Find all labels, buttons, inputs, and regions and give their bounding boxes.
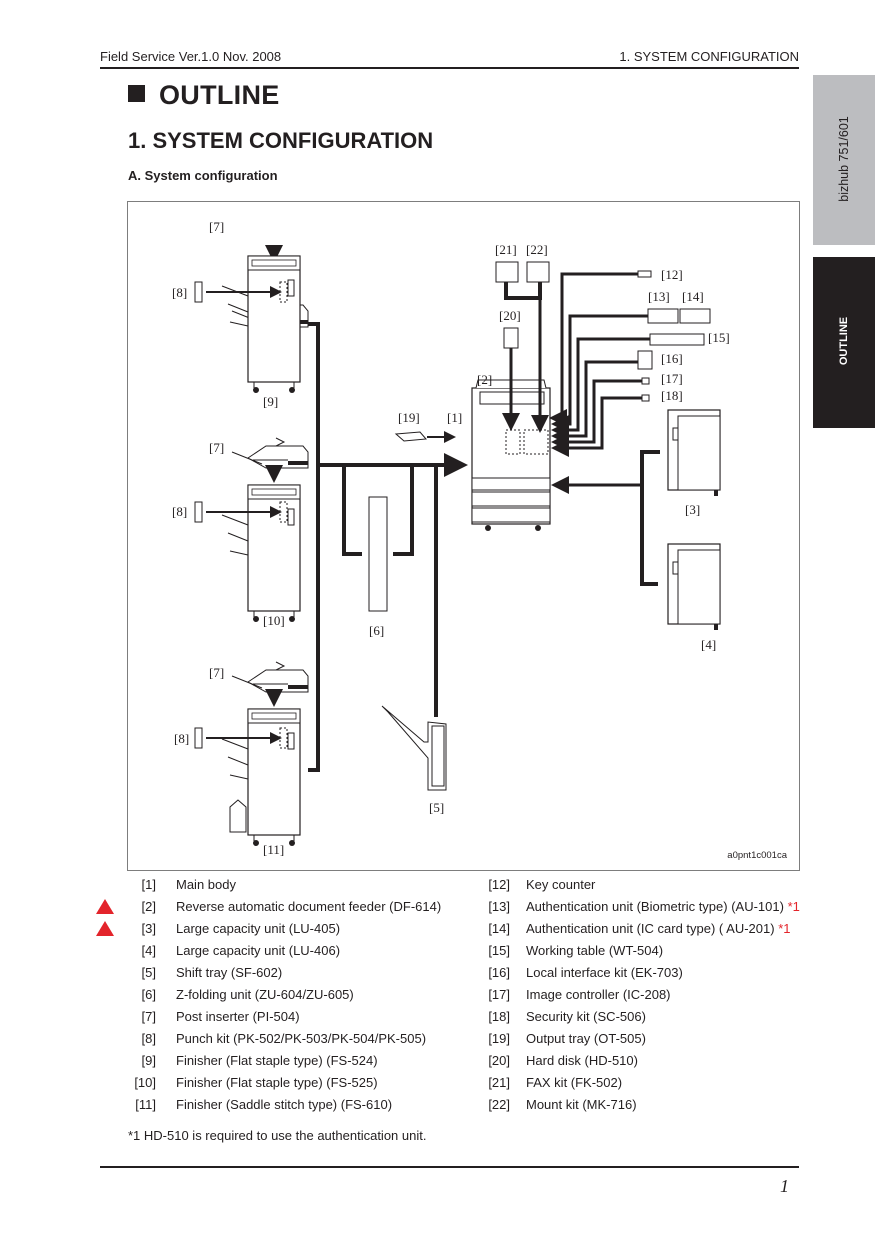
callout-4: [4] bbox=[701, 637, 717, 652]
legend-number: [1] bbox=[141, 877, 156, 892]
running-header-left: Field Service Ver.1.0 Nov. 2008 bbox=[100, 49, 282, 64]
legend-text: Working table (WT-504) bbox=[526, 943, 664, 958]
callout-19: [19] bbox=[398, 410, 420, 425]
legend-number: [7] bbox=[141, 1009, 156, 1024]
legend-text: FAX kit (FK-502) bbox=[526, 1075, 623, 1090]
section-title: 1. SYSTEM CONFIGURATION bbox=[128, 128, 434, 153]
callout-14: [14] bbox=[682, 289, 704, 304]
footnote: *1 HD-510 is required to use the authent… bbox=[128, 1128, 427, 1143]
square-bullet-icon bbox=[128, 85, 145, 102]
legend-number: [4] bbox=[141, 943, 156, 958]
legend: [1] Main body [2] Reverse automatic documen… bbox=[0, 874, 875, 1114]
callout-15: [15] bbox=[708, 330, 730, 345]
warning-triangle-icon bbox=[96, 899, 114, 914]
callout-11: [11] bbox=[263, 842, 285, 857]
legend-number: [21] bbox=[488, 1075, 510, 1090]
callout-1: [1] bbox=[447, 410, 463, 425]
legend-number: [14] bbox=[488, 921, 510, 936]
legend-text: Large capacity unit (LU-405) bbox=[176, 921, 341, 936]
callout-22: [22] bbox=[526, 242, 548, 257]
running-header-right: 1. SYSTEM CONFIGURATION bbox=[619, 49, 799, 64]
callout-9: [9] bbox=[263, 394, 279, 409]
legend-number: [16] bbox=[488, 965, 510, 980]
legend-text: Key counter bbox=[526, 877, 596, 892]
callout-8-top: [8] bbox=[172, 285, 188, 300]
chapter-side-tab: OUTLINE bbox=[813, 257, 875, 428]
legend-number: [11] bbox=[135, 1097, 156, 1112]
callout-8-middle: [8] bbox=[172, 504, 188, 519]
legend-text: Mount kit (MK-716) bbox=[526, 1097, 637, 1112]
callout-17: [17] bbox=[661, 371, 683, 386]
legend-number: [3] bbox=[141, 921, 156, 936]
header-rule bbox=[100, 67, 799, 69]
callout-20: [20] bbox=[499, 308, 521, 323]
footnote-marker: *1 bbox=[787, 899, 800, 914]
figure-code: a0pnt1c001ca bbox=[727, 850, 787, 861]
legend-number: [9] bbox=[141, 1053, 156, 1068]
callout-7-top: [7] bbox=[209, 219, 225, 234]
configuration-diagram bbox=[194, 245, 721, 847]
legend-text: Authentication unit (IC card type) ( AU-… bbox=[526, 921, 775, 936]
callout-5: [5] bbox=[429, 800, 445, 815]
callout-12: [12] bbox=[661, 267, 683, 282]
legend-text: Finisher (Saddle stitch type) (FS-610) bbox=[176, 1097, 393, 1112]
legend-text: Large capacity unit (LU-406) bbox=[176, 943, 341, 958]
legend-number: [18] bbox=[488, 1009, 510, 1024]
legend-number: [6] bbox=[141, 987, 156, 1002]
warning-triangle-icon bbox=[96, 921, 114, 936]
callout-16: [16] bbox=[661, 351, 683, 366]
callout-10: [10] bbox=[263, 613, 285, 628]
legend-number: [19] bbox=[488, 1031, 510, 1046]
legend-number: [22] bbox=[488, 1097, 510, 1112]
legend-number: [5] bbox=[141, 965, 156, 980]
callout-8-bottom: [8] bbox=[174, 731, 190, 746]
legend-text: Security kit (SC-506) bbox=[526, 1009, 646, 1024]
chapter-title: OUTLINE bbox=[128, 80, 280, 111]
legend-text: Punch kit (PK-502/PK-503/PK-504/PK-505) bbox=[176, 1031, 427, 1046]
legend-text: Image controller (IC-208) bbox=[526, 987, 671, 1002]
system-configuration-figure: [7] [8] [9] [7] [8] [10] [7] [8] [11] [6… bbox=[127, 201, 800, 871]
legend-text: Hard disk (HD-510) bbox=[526, 1053, 638, 1068]
subsection-title: A. System configuration bbox=[128, 168, 278, 183]
legend-text: Shift tray (SF-602) bbox=[176, 965, 283, 980]
callout-2: [2] bbox=[477, 372, 493, 387]
callout-7-middle: [7] bbox=[209, 440, 225, 455]
legend-text: Finisher (Flat staple type) (FS-524) bbox=[176, 1053, 378, 1068]
model-side-tab-label: bizhub 751/601 bbox=[837, 116, 851, 202]
legend-text: Main body bbox=[176, 877, 236, 892]
legend-text: Output tray (OT-505) bbox=[526, 1031, 646, 1046]
model-side-tab: bizhub 751/601 bbox=[813, 75, 875, 245]
page-number: 1 bbox=[780, 1176, 789, 1196]
legend-number: [10] bbox=[134, 1075, 156, 1090]
callout-3: [3] bbox=[685, 502, 701, 517]
legend-text: Post inserter (PI-504) bbox=[176, 1009, 300, 1024]
chapter-side-tab-label: OUTLINE bbox=[838, 316, 850, 366]
footer-rule bbox=[100, 1166, 799, 1168]
legend-text: Finisher (Flat staple type) (FS-525) bbox=[176, 1075, 378, 1090]
callout-18: [18] bbox=[661, 388, 683, 403]
legend-number: [15] bbox=[488, 943, 510, 958]
callout-6: [6] bbox=[369, 623, 385, 638]
legend-number: [13] bbox=[488, 899, 510, 914]
legend-number: [8] bbox=[141, 1031, 156, 1046]
legend-number: [2] bbox=[141, 899, 156, 914]
legend-number: [17] bbox=[488, 987, 510, 1002]
legend-text: Authentication unit (Biometric type) (AU… bbox=[526, 899, 784, 914]
legend-number: [20] bbox=[488, 1053, 510, 1068]
callout-13: [13] bbox=[648, 289, 670, 304]
callout-7-bottom: [7] bbox=[209, 665, 225, 680]
legend-text: Z-folding unit (ZU-604/ZU-605) bbox=[176, 987, 354, 1002]
legend-number: [12] bbox=[488, 877, 510, 892]
legend-text: Reverse automatic document feeder (DF-61… bbox=[176, 899, 442, 914]
callout-21: [21] bbox=[495, 242, 517, 257]
legend-text: Local interface kit (EK-703) bbox=[526, 965, 683, 980]
chapter-title-text: OUTLINE bbox=[159, 80, 280, 110]
footnote-marker: *1 bbox=[778, 921, 791, 936]
